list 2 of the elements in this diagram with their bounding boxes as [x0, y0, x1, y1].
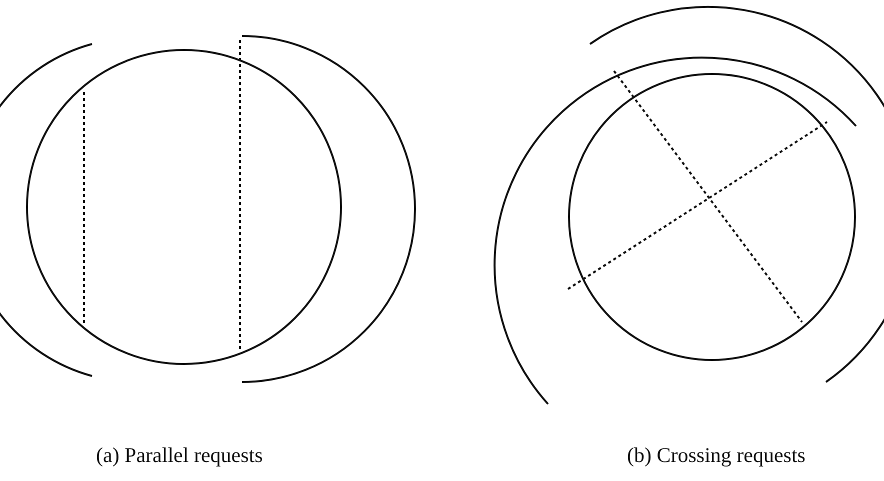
caption: (b) Crossing requests: [627, 443, 806, 468]
caption: (a) Parallel requests: [96, 443, 263, 468]
